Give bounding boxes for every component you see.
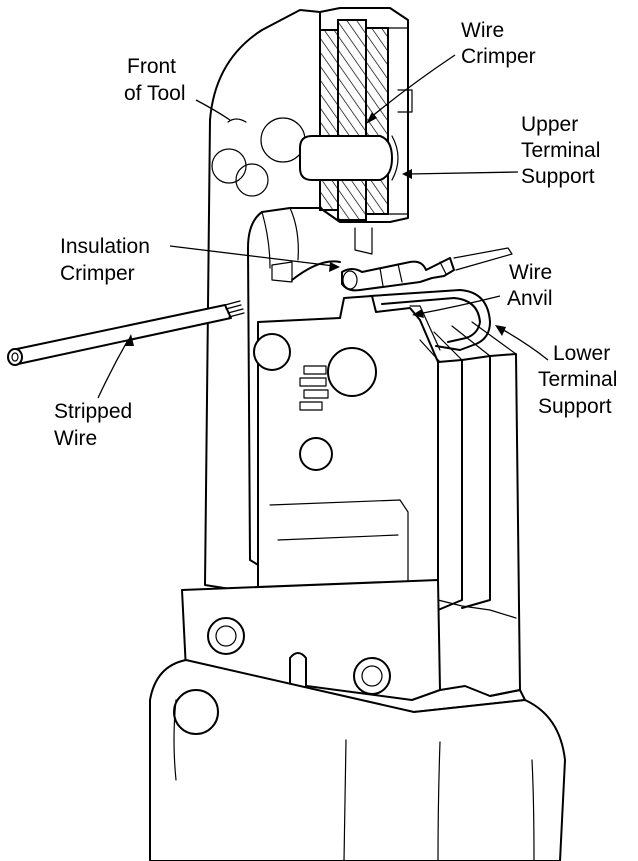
label-upper-terminal-support-line1: Upper [521, 113, 578, 136]
terminal-and-wire [271, 247, 513, 292]
label-stripped-wire: Stripped Wire [54, 400, 138, 450]
label-wire-anvil-line2: Anvil [507, 287, 553, 310]
lower-terminal-support-leader [499, 327, 549, 361]
label-stripped-wire-line1: Stripped [54, 400, 132, 423]
label-stripped-wire-line2: Wire [54, 427, 97, 450]
lower-die-body [253, 295, 521, 697]
label-front-of-tool: Front of Tool [124, 55, 186, 105]
label-wire-anvil: Wire Anvil [507, 261, 558, 310]
label-front-of-tool-line1: Front [127, 55, 176, 78]
stripped-wire-leader [97, 339, 129, 399]
label-wire-crimper: Wire Crimper [461, 19, 536, 68]
stripped-wire [7, 300, 245, 366]
label-lower-terminal-support: Lower Terminal Support [538, 342, 623, 418]
upper-terminal-support-leader [407, 171, 519, 175]
label-insulation-crimper-line1: Insulation [60, 235, 150, 258]
upper-die-block [299, 7, 413, 255]
lower-terminal-support-bracket [369, 289, 491, 351]
insulation-crimper-leader [169, 245, 335, 267]
label-upper-terminal-support-line3: Support [521, 165, 595, 188]
label-wire-anvil-line1: Wire [509, 261, 552, 284]
label-front-of-tool-line2: of Tool [124, 82, 186, 105]
label-upper-terminal-support: Upper Terminal Support [521, 113, 606, 188]
tool-handle [149, 659, 566, 861]
wire-crimper-leader [369, 54, 456, 119]
label-lower-terminal-support-line2: Terminal [538, 368, 617, 391]
callout-leaders [97, 54, 549, 399]
label-wire-crimper-line2: Crimper [461, 45, 536, 68]
label-lower-terminal-support-line3: Support [538, 395, 612, 418]
front-of-tool-leader [195, 99, 231, 121]
label-wire-crimper-line1: Wire [461, 19, 504, 42]
label-lower-terminal-support-line1: Lower [553, 342, 610, 365]
wire-anvil-leader [417, 295, 501, 315]
label-insulation-crimper-line2: Crimper [60, 262, 135, 285]
label-upper-terminal-support-line2: Terminal [521, 139, 600, 162]
tyco-logo [299, 365, 329, 411]
label-insulation-crimper: Insulation Crimper [60, 235, 156, 285]
